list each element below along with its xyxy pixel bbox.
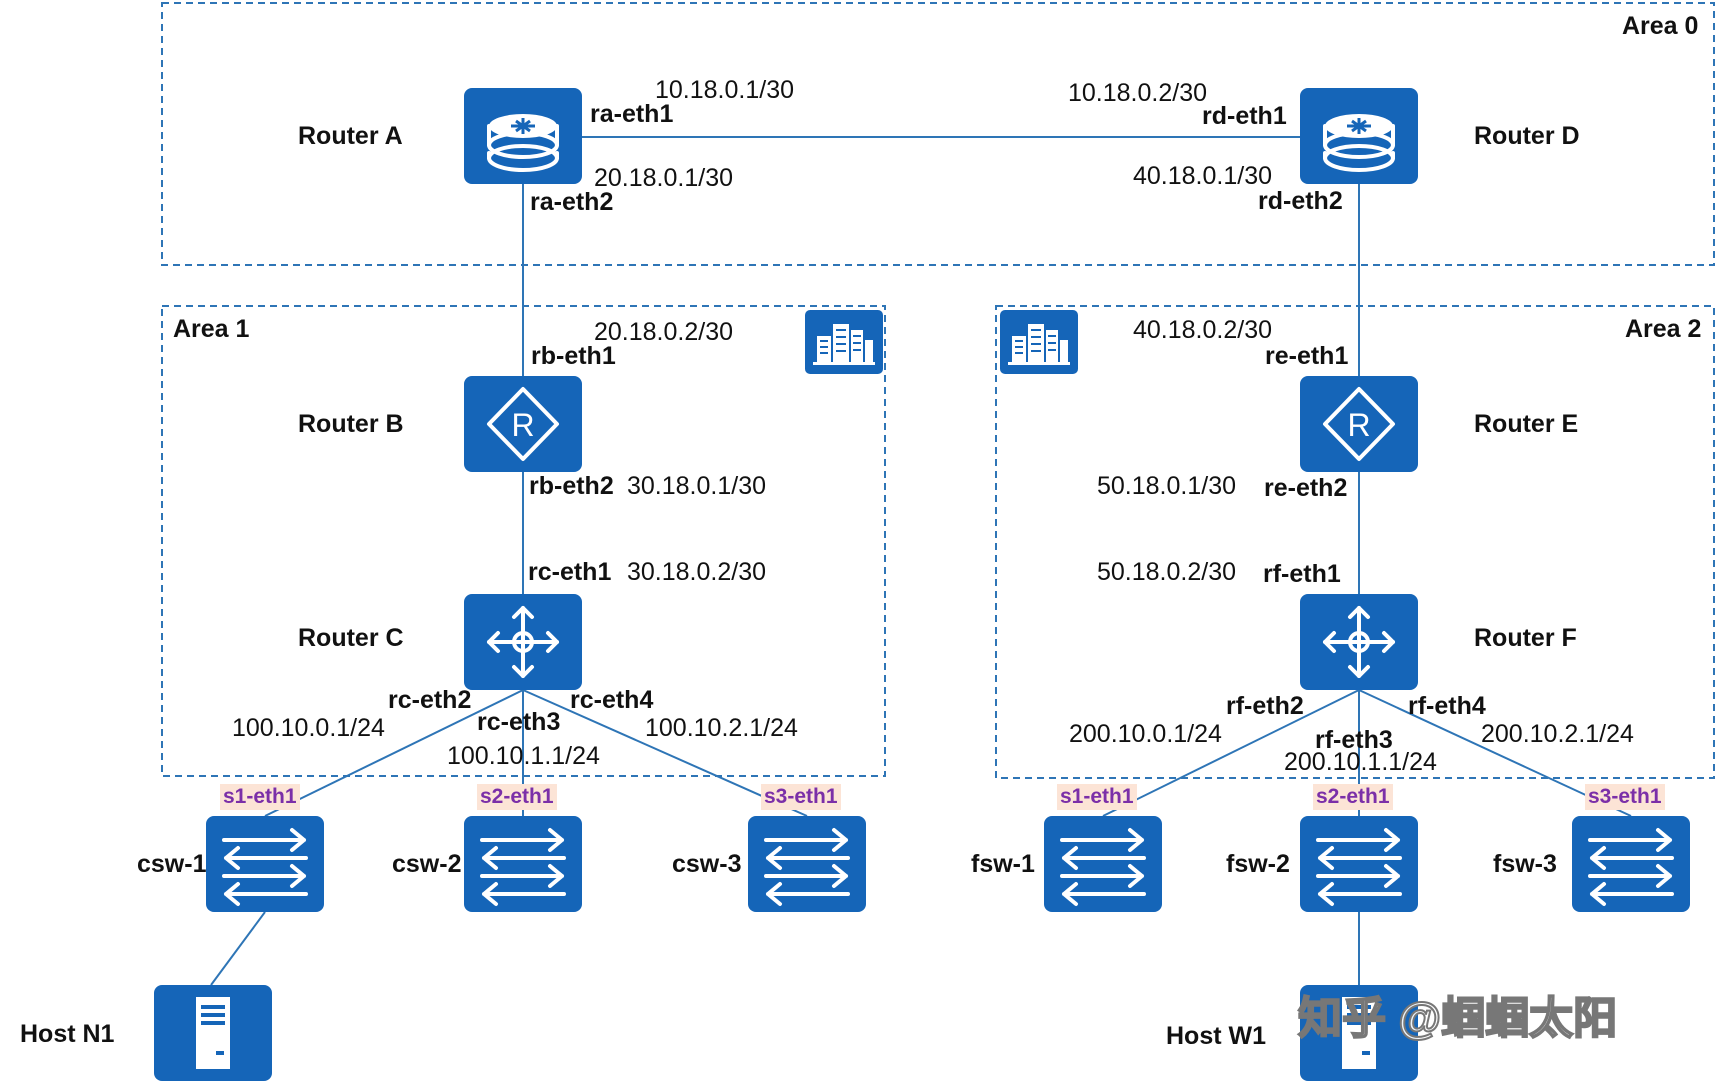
re-eth1-label: re-eth1 <box>1265 342 1349 370</box>
router-e-label: Router E <box>1474 410 1579 438</box>
router-d-label: Router D <box>1474 122 1580 150</box>
fsw1-switch-icon[interactable] <box>1042 814 1164 914</box>
csw3-label: csw-3 <box>672 850 742 878</box>
fsw3-switch-icon[interactable] <box>1570 814 1692 914</box>
re-eth2-label: re-eth2 <box>1264 474 1348 502</box>
rc-eth4-label: rc-eth4 <box>570 686 654 714</box>
rf-eth3-ip: 200.10.1.1/24 <box>1284 748 1437 776</box>
rf-eth1-label: rf-eth1 <box>1263 560 1341 588</box>
rd-eth2-ip: 40.18.0.1/30 <box>1133 162 1273 190</box>
area0-label: Area 0 <box>1622 12 1699 40</box>
rf-eth2-ip: 200.10.0.1/24 <box>1069 720 1222 748</box>
ra-eth1-label: ra-eth1 <box>590 100 674 128</box>
link-rc-csw3 <box>522 689 808 817</box>
link-csw1-n1 <box>210 911 266 986</box>
router-a-label: Router A <box>298 122 403 150</box>
area1-building-icon <box>804 309 884 375</box>
csw2-port-label: s2-eth1 <box>477 784 557 810</box>
re-eth1-ip: 40.18.0.2/30 <box>1133 316 1273 344</box>
link-rf-fsw1 <box>1102 689 1360 817</box>
ra-eth2-ip: 20.18.0.1/30 <box>594 164 734 192</box>
area2-label: Area 2 <box>1625 315 1702 343</box>
router-c-label: Router C <box>298 624 404 652</box>
rc-eth2-label: rc-eth2 <box>388 686 472 714</box>
area1-label: Area 1 <box>173 315 250 343</box>
rf-eth4-ip: 200.10.2.1/24 <box>1481 720 1634 748</box>
rb-eth1-ip: 20.18.0.2/30 <box>594 318 734 346</box>
ra-eth1-ip: 10.18.0.1/30 <box>655 76 795 104</box>
rc-eth3-ip: 100.10.1.1/24 <box>447 742 600 770</box>
csw2-switch-icon[interactable] <box>462 814 584 914</box>
area0-box <box>161 2 1715 266</box>
rc-eth1-label: rc-eth1 <box>528 558 612 586</box>
rd-eth1-ip: 10.18.0.2/30 <box>1068 79 1208 107</box>
rb-eth2-label: rb-eth2 <box>529 472 614 500</box>
csw3-port-label: s3-eth1 <box>761 784 841 810</box>
host-w1-label: Host W1 <box>1166 1022 1266 1050</box>
router-a-icon[interactable] <box>462 86 584 186</box>
router-c-icon[interactable] <box>462 592 584 692</box>
area2-building-icon <box>999 309 1079 375</box>
rf-eth4-label: rf-eth4 <box>1408 692 1486 720</box>
fsw1-label: fsw-1 <box>971 850 1035 878</box>
rb-eth2-ip: 30.18.0.1/30 <box>627 472 767 500</box>
csw1-port-label: s1-eth1 <box>220 784 300 810</box>
host-n1-label: Host N1 <box>20 1020 115 1048</box>
csw3-switch-icon[interactable] <box>746 814 868 914</box>
rc-eth1-ip: 30.18.0.2/30 <box>627 558 767 586</box>
re-eth2-ip: 50.18.0.1/30 <box>1097 472 1237 500</box>
rc-eth2-ip: 100.10.0.1/24 <box>232 714 385 742</box>
rf-eth1-ip: 50.18.0.2/30 <box>1097 558 1237 586</box>
rd-eth2-label: rd-eth2 <box>1258 187 1343 215</box>
fsw2-switch-icon[interactable] <box>1298 814 1420 914</box>
zhihu-watermark: 知乎 @蝈蝈太阳 <box>1297 993 1618 1044</box>
link-rc-csw1 <box>264 689 524 817</box>
rf-eth3-label: rf-eth3 <box>1315 726 1393 754</box>
router-d-icon[interactable] <box>1298 86 1420 186</box>
rd-eth1-label: rd-eth1 <box>1202 102 1287 130</box>
fsw1-port-label: s1-eth1 <box>1057 784 1137 810</box>
csw1-label: csw-1 <box>137 850 207 878</box>
rc-eth4-ip: 100.10.2.1/24 <box>645 714 798 742</box>
host-n1-server-icon[interactable] <box>154 985 272 1081</box>
rf-eth2-label: rf-eth2 <box>1226 692 1304 720</box>
area2-box <box>995 305 1715 779</box>
router-e-icon[interactable] <box>1298 374 1420 474</box>
rc-eth3-label: rc-eth3 <box>477 708 561 736</box>
rb-eth1-label: rb-eth1 <box>531 342 616 370</box>
fsw2-port-label: s2-eth1 <box>1313 784 1393 810</box>
fsw3-label: fsw-3 <box>1493 850 1557 878</box>
router-b-label: Router B <box>298 410 404 438</box>
router-f-label: Router F <box>1474 624 1577 652</box>
router-f-icon[interactable] <box>1298 592 1420 692</box>
csw1-switch-icon[interactable] <box>204 814 326 914</box>
fsw3-port-label: s3-eth1 <box>1585 784 1665 810</box>
fsw2-label: fsw-2 <box>1226 850 1290 878</box>
csw2-label: csw-2 <box>392 850 462 878</box>
router-b-icon[interactable] <box>462 374 584 474</box>
ra-eth2-label: ra-eth2 <box>530 188 614 216</box>
